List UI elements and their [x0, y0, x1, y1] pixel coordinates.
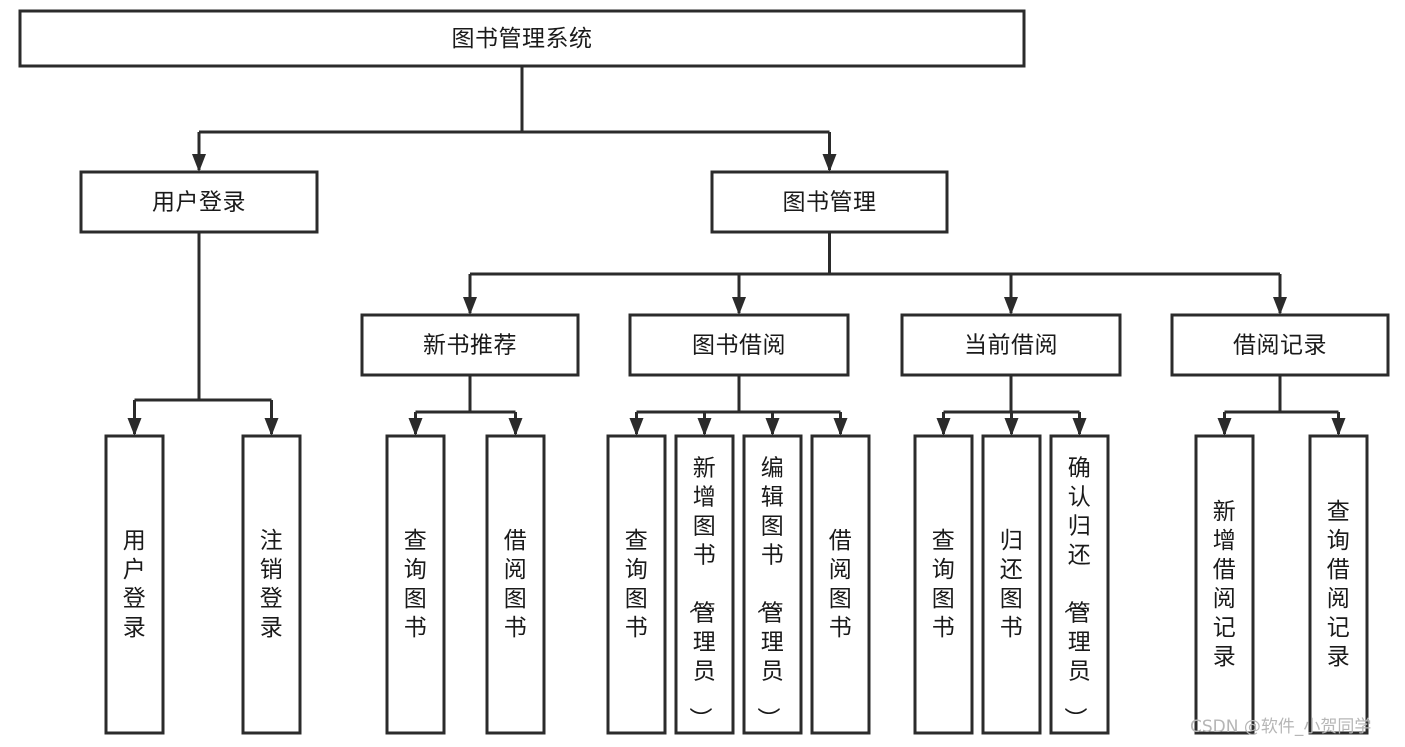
book-borrow-arrow-3 [833, 418, 848, 436]
node-leaf-query-book-1[interactable]: 查询图书 [385, 434, 446, 735]
node-leaf-borrow-book-1[interactable]: 借阅图书 [485, 434, 546, 735]
node-leaf-borrow-book-1-label: 借阅图书 [504, 528, 528, 641]
node-leaf-confirm-return-label: 确认归还（管理员） [1062, 455, 1092, 731]
borrow-record-arrow-1 [1331, 418, 1346, 436]
node-leaf-logout-rect [241, 434, 302, 735]
node-leaf-edit-book[interactable]: 编辑图书（管理员） [742, 434, 803, 735]
node-leaf-borrow-book-2-label: 借阅图书 [829, 528, 853, 641]
node-current-borrow-label: 当前借阅 [964, 333, 1058, 359]
node-leaf-add-record[interactable]: 新增借阅记录 [1194, 434, 1255, 735]
node-leaf-borrow-book-2-rect [810, 434, 871, 735]
node-leaf-query-book-3[interactable]: 查询图书 [913, 434, 974, 735]
book-management-arrow-1 [732, 297, 746, 315]
node-book-management[interactable]: 图书管理 [710, 170, 949, 234]
root-arrow-1 [822, 154, 837, 172]
node-leaf-borrow-book-1-rect [485, 434, 546, 735]
node-leaf-query-record[interactable]: 查询借阅记录 [1308, 434, 1369, 735]
node-current-borrow[interactable]: 当前借阅 [900, 313, 1122, 377]
node-leaf-query-record-label: 查询借阅记录 [1327, 499, 1351, 670]
node-new-book-recommend-rect [360, 313, 580, 377]
nodes-layer: 图书管理系统用户登录图书管理新书推荐图书借阅当前借阅借阅记录用户登录注销登录查询… [18, 9, 1390, 735]
book-borrow-arrow-1 [697, 418, 712, 436]
node-leaf-borrow-book-2[interactable]: 借阅图书 [810, 434, 871, 735]
current-borrow-arrow-0 [936, 418, 951, 436]
node-leaf-add-record-rect [1194, 434, 1255, 735]
user-login-arrow-1 [264, 418, 279, 436]
node-root-rect [18, 9, 1026, 68]
node-leaf-user-login-rect [104, 434, 165, 735]
node-leaf-user-login[interactable]: 用户登录 [104, 434, 165, 735]
node-leaf-confirm-return[interactable]: 确认归还（管理员） [1049, 434, 1110, 735]
node-leaf-add-book[interactable]: 新增图书（管理员） [674, 434, 735, 735]
book-management-arrow-2 [1004, 297, 1018, 315]
user-login-arrow-0 [127, 418, 142, 436]
node-leaf-edit-book-label: 编辑图书（管理员） [755, 455, 785, 731]
node-leaf-add-record-label: 新增借阅记录 [1213, 499, 1237, 670]
node-leaf-add-book-label: 新增图书（管理员） [687, 455, 717, 731]
node-new-book-recommend[interactable]: 新书推荐 [360, 313, 580, 377]
node-current-borrow-rect [900, 313, 1122, 377]
node-leaf-query-book-3-rect [913, 434, 974, 735]
connectors-layer [127, 66, 1346, 436]
node-leaf-query-book-1-rect [385, 434, 446, 735]
node-leaf-query-book-2-rect [606, 434, 667, 735]
node-leaf-user-login-label: 用户登录 [123, 528, 147, 641]
node-root[interactable]: 图书管理系统 [18, 9, 1026, 68]
node-user-login-rect [79, 170, 319, 234]
node-leaf-return-book[interactable]: 归还图书 [981, 434, 1042, 735]
node-leaf-edit-book-rect [742, 434, 803, 735]
node-book-management-rect [710, 170, 949, 234]
node-borrow-record[interactable]: 借阅记录 [1170, 313, 1390, 377]
node-leaf-query-book-3-label: 查询图书 [932, 528, 956, 641]
book-borrow-arrow-2 [765, 418, 780, 436]
node-leaf-query-book-1-label: 查询图书 [404, 528, 428, 641]
current-borrow-arrow-2 [1072, 418, 1087, 436]
borrow-record-arrow-0 [1217, 418, 1232, 436]
node-book-borrow-label: 图书借阅 [692, 333, 786, 359]
node-borrow-record-label: 借阅记录 [1233, 333, 1327, 359]
node-book-borrow-rect [628, 313, 850, 377]
book-management-arrow-0 [463, 297, 477, 315]
node-leaf-return-book-label: 归还图书 [1000, 528, 1024, 641]
node-borrow-record-rect [1170, 313, 1390, 377]
node-leaf-logout-label: 注销登录 [260, 528, 284, 641]
node-root-label: 图书管理系统 [452, 26, 593, 52]
node-leaf-return-book-rect [981, 434, 1042, 735]
node-leaf-query-record-rect [1308, 434, 1369, 735]
node-book-management-label: 图书管理 [783, 190, 877, 216]
book-borrow-arrow-0 [629, 418, 644, 436]
node-leaf-add-book-rect [674, 434, 735, 735]
node-user-login[interactable]: 用户登录 [79, 170, 319, 234]
node-leaf-confirm-return-rect [1049, 434, 1110, 735]
node-leaf-logout[interactable]: 注销登录 [241, 434, 302, 735]
current-borrow-arrow-1 [1004, 418, 1019, 436]
node-book-borrow[interactable]: 图书借阅 [628, 313, 850, 377]
node-leaf-query-book-2[interactable]: 查询图书 [606, 434, 667, 735]
new-book-recommend-arrow-0 [408, 418, 423, 436]
node-leaf-query-book-2-label: 查询图书 [625, 528, 649, 641]
node-user-login-label: 用户登录 [152, 190, 246, 216]
book-management-arrow-3 [1273, 297, 1287, 315]
new-book-recommend-arrow-1 [508, 418, 523, 436]
root-arrow-0 [192, 154, 206, 172]
node-new-book-recommend-label: 新书推荐 [423, 333, 517, 359]
